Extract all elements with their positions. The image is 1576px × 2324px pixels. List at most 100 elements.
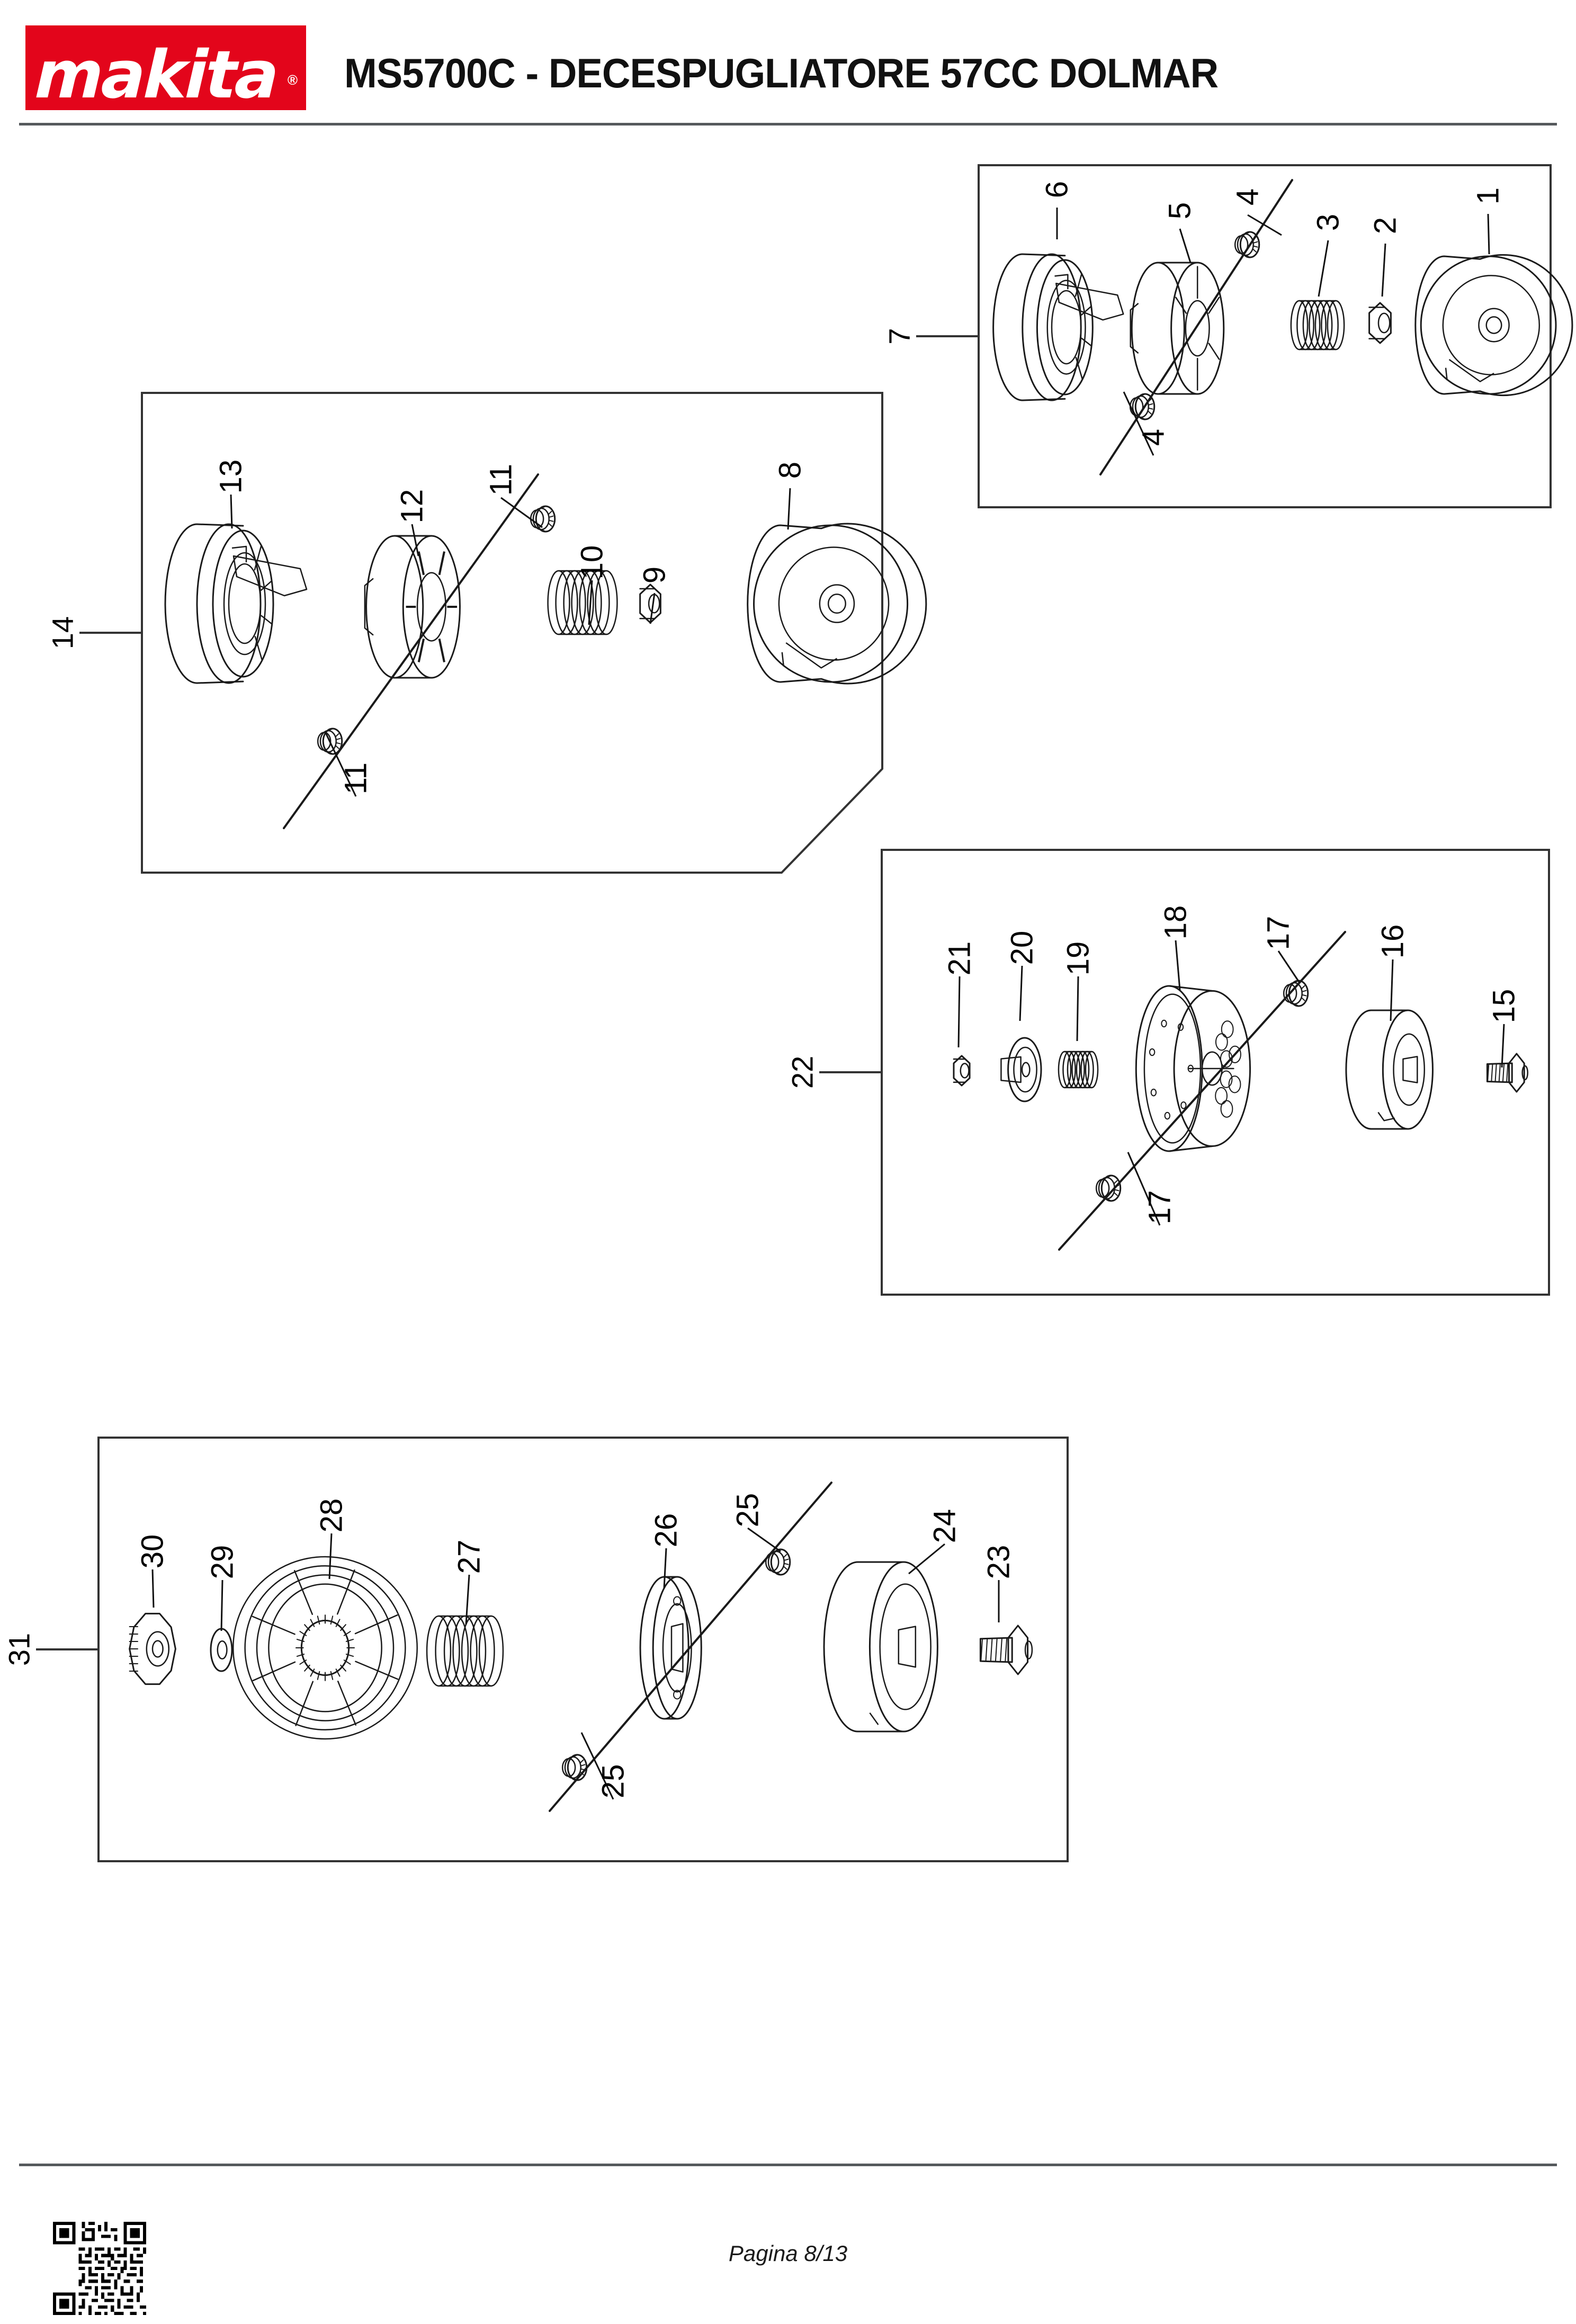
group-label: 22 — [786, 1056, 819, 1089]
footer-divider — [19, 2164, 1557, 2166]
callout-leader-line — [1501, 1024, 1505, 1068]
part-cover-housing — [992, 253, 1124, 401]
callout-leader-line — [465, 1574, 470, 1625]
callout-3: 3 — [1311, 214, 1346, 297]
group-label: 31 — [3, 1633, 36, 1666]
part-drum — [1345, 1009, 1434, 1130]
callout-leader-line — [1247, 214, 1282, 236]
callout-23: 23 — [982, 1545, 1016, 1622]
group-frame — [881, 849, 1550, 1296]
part-spool — [1130, 262, 1225, 395]
callout-number: 4 — [1136, 429, 1171, 446]
callout-leader-line — [220, 1580, 223, 1631]
part-gear-drum — [232, 1556, 418, 1740]
callout-11: 11 — [324, 731, 373, 797]
callout-leader-line — [580, 1732, 614, 1800]
part-eyelet — [530, 505, 556, 533]
part-eyelet — [1283, 980, 1309, 1007]
callout-17: 17 — [1261, 916, 1301, 983]
part-washer-boss — [1000, 1037, 1042, 1102]
callout-leader-line — [328, 1533, 333, 1580]
qr-code-icon — [53, 2222, 146, 2315]
callout-leader-line — [1277, 950, 1301, 983]
group-frame — [978, 164, 1552, 508]
callout-number: 12 — [395, 489, 429, 524]
callout-leader-line — [324, 731, 357, 797]
part-spool-lobed — [364, 535, 461, 679]
callout-number: 26 — [649, 1513, 684, 1548]
part-knurled-nut — [129, 1612, 176, 1685]
callout-30: 30 — [136, 1535, 170, 1608]
callout-leader-line — [1318, 240, 1329, 297]
callout-number: 1 — [1471, 187, 1506, 204]
group-frame — [97, 1437, 1069, 1862]
callout-leader-line — [1487, 213, 1490, 255]
callout-leader-line — [1019, 965, 1023, 1021]
callout-number: 20 — [1005, 931, 1040, 965]
callout-leader-line — [588, 580, 593, 625]
callout-leader-line — [663, 1548, 667, 1589]
callout-leader-line — [500, 497, 543, 528]
part-hex-nut — [1368, 302, 1392, 344]
callout-leader-line — [1076, 976, 1079, 1042]
callout-13: 13 — [214, 460, 248, 529]
callout-leader-line — [1179, 228, 1192, 263]
callout-number: 15 — [1487, 989, 1521, 1024]
part-hex-nut — [639, 584, 661, 624]
page-number: Pagina 8/13 — [728, 2241, 848, 2266]
callout-12: 12 — [395, 489, 429, 557]
callout-leader-line — [1175, 940, 1181, 991]
part-cord-line — [283, 473, 539, 829]
part-bolt — [1486, 1053, 1528, 1093]
callout-4: 4 — [1123, 391, 1171, 456]
callout-leader-line — [1390, 959, 1394, 1021]
callout-number: 17 — [1143, 1190, 1177, 1225]
part-spring-coil — [1058, 1051, 1099, 1089]
parts-group-14: 14 8 9 10 11 11 12 13 — [46, 392, 927, 874]
callout-number: 10 — [575, 545, 610, 580]
callout-15: 15 — [1487, 989, 1521, 1068]
callout-1: 1 — [1471, 187, 1506, 255]
callout-number: 6 — [1040, 181, 1074, 198]
callout-6: 6 — [1040, 181, 1074, 239]
callout-leader-line — [1123, 391, 1154, 456]
callout-number: 17 — [1261, 916, 1296, 950]
part-hex-nut — [953, 1055, 971, 1087]
part-spring-coil — [426, 1615, 504, 1687]
callout-number: 2 — [1368, 217, 1403, 234]
callout-leader-line — [411, 524, 419, 557]
group-label: 14 — [46, 616, 79, 649]
part-eyelet — [1129, 393, 1156, 420]
part-cord-line — [549, 1482, 832, 1812]
group-frame — [141, 392, 883, 874]
part-cup-housing — [747, 523, 927, 685]
part-reel-plate — [1135, 985, 1251, 1152]
callout-9: 9 — [638, 567, 672, 624]
callout-number: 16 — [1376, 925, 1410, 959]
callout-number: 24 — [928, 1509, 962, 1544]
part-thin-disc — [639, 1576, 702, 1720]
callout-number: 19 — [1061, 941, 1096, 976]
callout-16: 16 — [1376, 925, 1410, 1021]
callout-17: 17 — [1127, 1152, 1177, 1226]
callout-number: 28 — [315, 1499, 349, 1533]
callout-25: 25 — [580, 1732, 631, 1800]
callout-leader-line — [151, 1569, 155, 1608]
callout-number: 11 — [339, 762, 373, 794]
callout-27: 27 — [452, 1540, 487, 1625]
callout-number: 30 — [136, 1535, 170, 1569]
callout-8: 8 — [773, 462, 808, 530]
part-spring-coil — [547, 570, 618, 635]
callout-number: 3 — [1311, 214, 1346, 231]
callout-20: 20 — [1005, 931, 1040, 1021]
makita-logo: makita ® — [25, 25, 306, 110]
callout-2: 2 — [1368, 217, 1403, 297]
part-eyelet — [561, 1754, 588, 1781]
callout-number: 4 — [1231, 189, 1265, 205]
callout-number: 23 — [982, 1545, 1016, 1580]
callout-number: 11 — [484, 464, 518, 496]
callout-leader-line — [1381, 243, 1386, 297]
callout-19: 19 — [1061, 941, 1096, 1042]
